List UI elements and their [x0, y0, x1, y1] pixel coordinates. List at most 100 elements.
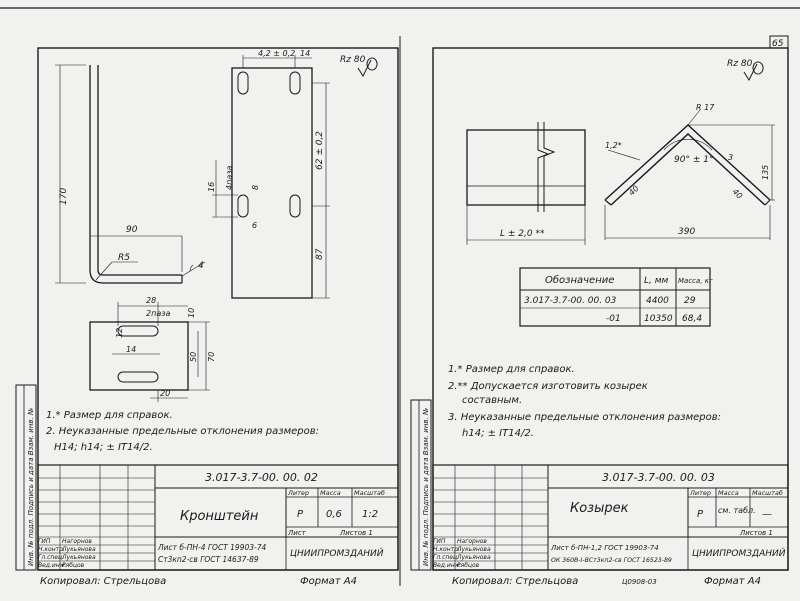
- left-head-mass: Масса: [320, 489, 341, 497]
- right-sign-vedinzh: Вед.инж.: [433, 562, 462, 569]
- dim-14: 14: [300, 49, 310, 58]
- right-doc-number: 3.017-3.7-00. 00. 03: [602, 471, 715, 484]
- page-number: 65: [772, 39, 784, 49]
- left-note-1: 1.* Размер для справок.: [46, 410, 173, 421]
- table-row-1-length: 4400: [646, 296, 669, 306]
- right-copied: Копировал: Стрельцова: [452, 576, 578, 587]
- left-material: Лист б-ПН-4 ГОСТ 19903-74: [157, 543, 266, 552]
- right-format: Формат А4: [704, 576, 761, 587]
- dim-28: 28: [146, 296, 156, 305]
- left-name-2: Лукьянова: [61, 546, 96, 553]
- dim-4-2: 4,2 ± 0,2: [258, 49, 295, 58]
- page-number-box: [769, 35, 789, 49]
- right-org: ЦНИИПРОМЗДАНИЙ: [692, 547, 786, 559]
- visor-front-view: [466, 129, 586, 206]
- left-head-lit: Литер: [287, 489, 309, 497]
- left-sign-glspec: Гл.спец.: [38, 554, 64, 561]
- left-note-3: H14; h14; ± IT14/2.: [54, 442, 153, 453]
- table-row-2-length: 10350: [644, 314, 673, 324]
- roughness-icon: [743, 61, 764, 82]
- right-note-3b: h14; ± IT14/2.: [462, 428, 534, 439]
- bracket-side-view: [89, 65, 182, 284]
- table-header-designation: Обозначение: [545, 274, 614, 286]
- left-sign-ncontr: Н.контр.: [38, 546, 65, 553]
- left-name-3: Лукьянова: [61, 554, 96, 561]
- mass-table: [519, 267, 711, 327]
- left-doc-number: 3.017-3.7-00. 00. 02: [205, 471, 318, 484]
- right-sheets: Листов 1: [739, 529, 773, 537]
- table-row-1-designation: 3.017-3.7-00. 00. 03: [524, 296, 617, 306]
- roughness-icon: [357, 57, 378, 78]
- bracket-bottom-view: [89, 321, 189, 391]
- left-title: Кронштейн: [180, 509, 259, 524]
- slot: [237, 194, 249, 218]
- left-title-block: [37, 464, 399, 571]
- dim-angle: 4: [198, 261, 204, 271]
- left-name-4: Рябцов: [62, 562, 85, 569]
- dim-390: 390: [678, 227, 695, 237]
- left-lit: Р: [297, 509, 304, 520]
- left-name-1: Нагорнов: [62, 538, 92, 545]
- left-note-2: 2. Неуказанные предельные отклонения раз…: [46, 426, 319, 437]
- dim-r5: R5: [118, 253, 130, 263]
- right-note-2: 2.** Допускается изготовить козырек: [448, 381, 648, 392]
- left-sheet-frame: [37, 47, 399, 571]
- right-head-scale: Масштаб: [752, 489, 783, 497]
- dim-r17: R 17: [696, 103, 715, 112]
- break-line: [537, 122, 556, 212]
- dim-4paza: 4паза: [225, 166, 234, 190]
- left-sheets: Листов 1: [339, 529, 373, 537]
- dim-50: 50: [189, 352, 198, 362]
- right-name-4: Рябцов: [457, 562, 480, 569]
- table-header-mass: Масса, кг: [678, 277, 713, 285]
- dim-thickness: 1,2*: [605, 141, 622, 150]
- bracket-front-view: [231, 67, 313, 299]
- right-sign-glspec: Гл.спец.: [433, 554, 459, 561]
- left-copied: Копировал: Стрельцова: [40, 576, 166, 587]
- right-scale: —: [762, 509, 772, 520]
- right-mass: см. табл.: [718, 506, 756, 515]
- right-name-3: Лукьянова: [456, 554, 491, 561]
- right-lit: Р: [697, 509, 704, 520]
- left-roughness: Rz 80: [340, 55, 366, 65]
- table-row-1-mass: 29: [684, 296, 696, 306]
- slot: [117, 325, 159, 337]
- left-sheet-label: Лист: [287, 529, 307, 537]
- right-sign-ncontr: Н.контр.: [433, 546, 460, 553]
- right-material-2: ОК 360В-I-ВСт3кп2-св ГОСТ 16523-89: [551, 557, 672, 564]
- left-side-stamp: [15, 384, 37, 571]
- left-material-2: Ст3кп2-св ГОСТ 14637-89: [158, 555, 259, 564]
- table-row-2-mass: 68,4: [682, 314, 702, 324]
- right-extra: Ц0908-03: [622, 578, 657, 586]
- right-material: Лист б-ПН-1,2 ГОСТ 19903-74: [550, 544, 659, 552]
- dim-2paza: 2паза: [146, 309, 170, 318]
- slot: [237, 71, 249, 95]
- dim-40b: 40: [731, 187, 745, 201]
- dim-8: 8: [251, 185, 260, 190]
- dim-40a: 40: [627, 184, 641, 198]
- right-name-1: Нагорнов: [457, 538, 487, 545]
- left-side-stamp-text: Инв. № подл. Подпись и дата Взам. инв. №: [27, 408, 35, 566]
- right-note-3: 3. Неуказанные предельные отклонения раз…: [448, 412, 721, 423]
- dim-6: 6: [252, 221, 257, 230]
- table-row-2-designation: -01: [606, 314, 621, 324]
- slot: [289, 71, 301, 95]
- left-mass: 0,6: [326, 509, 342, 520]
- dim-135: 135: [761, 165, 770, 180]
- left-sign-gip: ГИП: [38, 538, 51, 545]
- left-org: ЦНИИПРОМЗДАНИЙ: [290, 547, 384, 559]
- right-title-block: [432, 464, 789, 571]
- right-roughness: Rz 80: [727, 59, 753, 69]
- dim-62: 62 ± 0,2: [315, 131, 325, 170]
- dim-b14: 14: [126, 345, 136, 354]
- dim-angle-90: 90° ± 1°: [674, 155, 713, 165]
- table-header-length: L, мм: [644, 276, 669, 286]
- right-name-2: Лукьянова: [456, 546, 491, 553]
- dim-20: 20: [160, 389, 170, 398]
- dim-3: 3: [728, 153, 733, 162]
- right-title: Козырек: [570, 501, 629, 516]
- left-scale: 1:2: [362, 509, 378, 520]
- right-side-stamp-text: Инв. № подл. Подпись и дата Взам. инв. №: [422, 408, 430, 566]
- dim-90: 90: [126, 225, 138, 235]
